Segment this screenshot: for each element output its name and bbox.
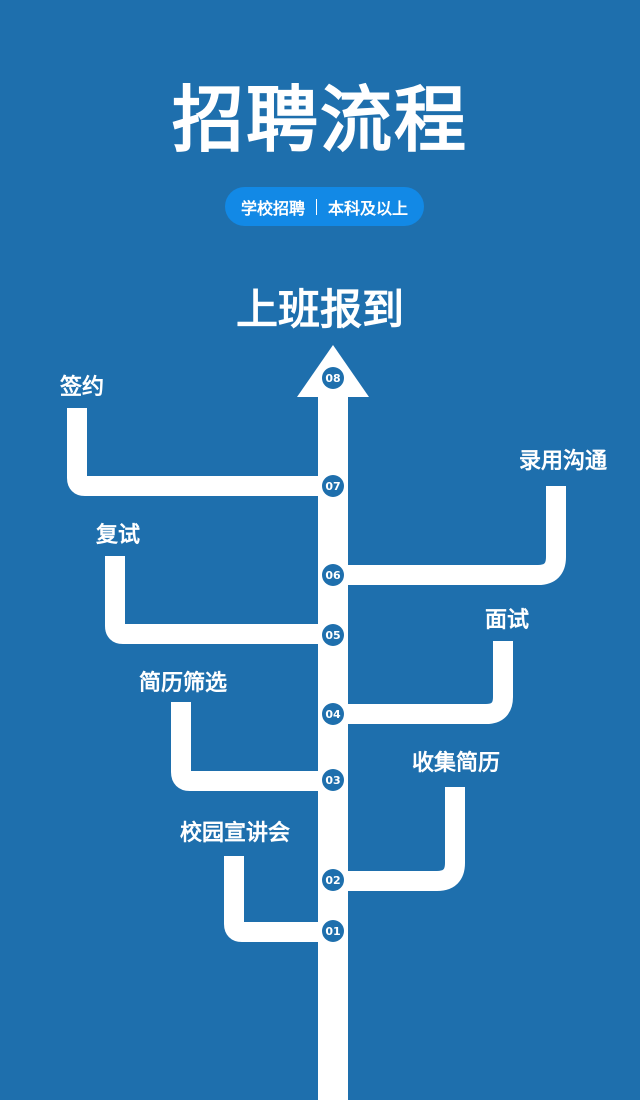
step-number-02: 02 (322, 869, 344, 891)
main-trunk (318, 392, 348, 1100)
step-label-01: 校园宣讲会 (180, 820, 291, 846)
step-label-07: 签约 (60, 374, 105, 400)
tag-divider (316, 198, 317, 215)
step-number-03: 03 (322, 769, 344, 791)
branch-04 (333, 641, 513, 724)
branch-07 (67, 408, 333, 496)
step-label-02: 收集简历 (412, 750, 501, 776)
step-number-06: 06 (322, 564, 344, 586)
step-label-05: 复试 (96, 522, 141, 548)
step-label-06: 录用沟通 (519, 448, 608, 474)
branch-01 (224, 856, 333, 942)
step-number-04: 04 (322, 703, 344, 725)
step-label-04: 面试 (485, 607, 530, 633)
branch-05 (105, 556, 333, 644)
step-number-07: 07 (322, 475, 344, 497)
step-number-01: 01 (322, 920, 344, 942)
tag-pill: 学校招聘 本科及以上 (225, 187, 424, 226)
step-number-08: 08 (322, 367, 344, 389)
step-number-05: 05 (322, 624, 344, 646)
page-title: 招聘流程 (171, 77, 468, 162)
branch-06 (333, 486, 566, 585)
branch-02 (333, 787, 465, 891)
goal-label: 上班报到 (235, 285, 404, 334)
step-label-03: 简历筛选 (139, 670, 228, 696)
tag-education: 本科及以上 (328, 198, 409, 218)
tag-school-recruit: 学校招聘 (240, 198, 305, 218)
branch-03 (171, 702, 333, 791)
